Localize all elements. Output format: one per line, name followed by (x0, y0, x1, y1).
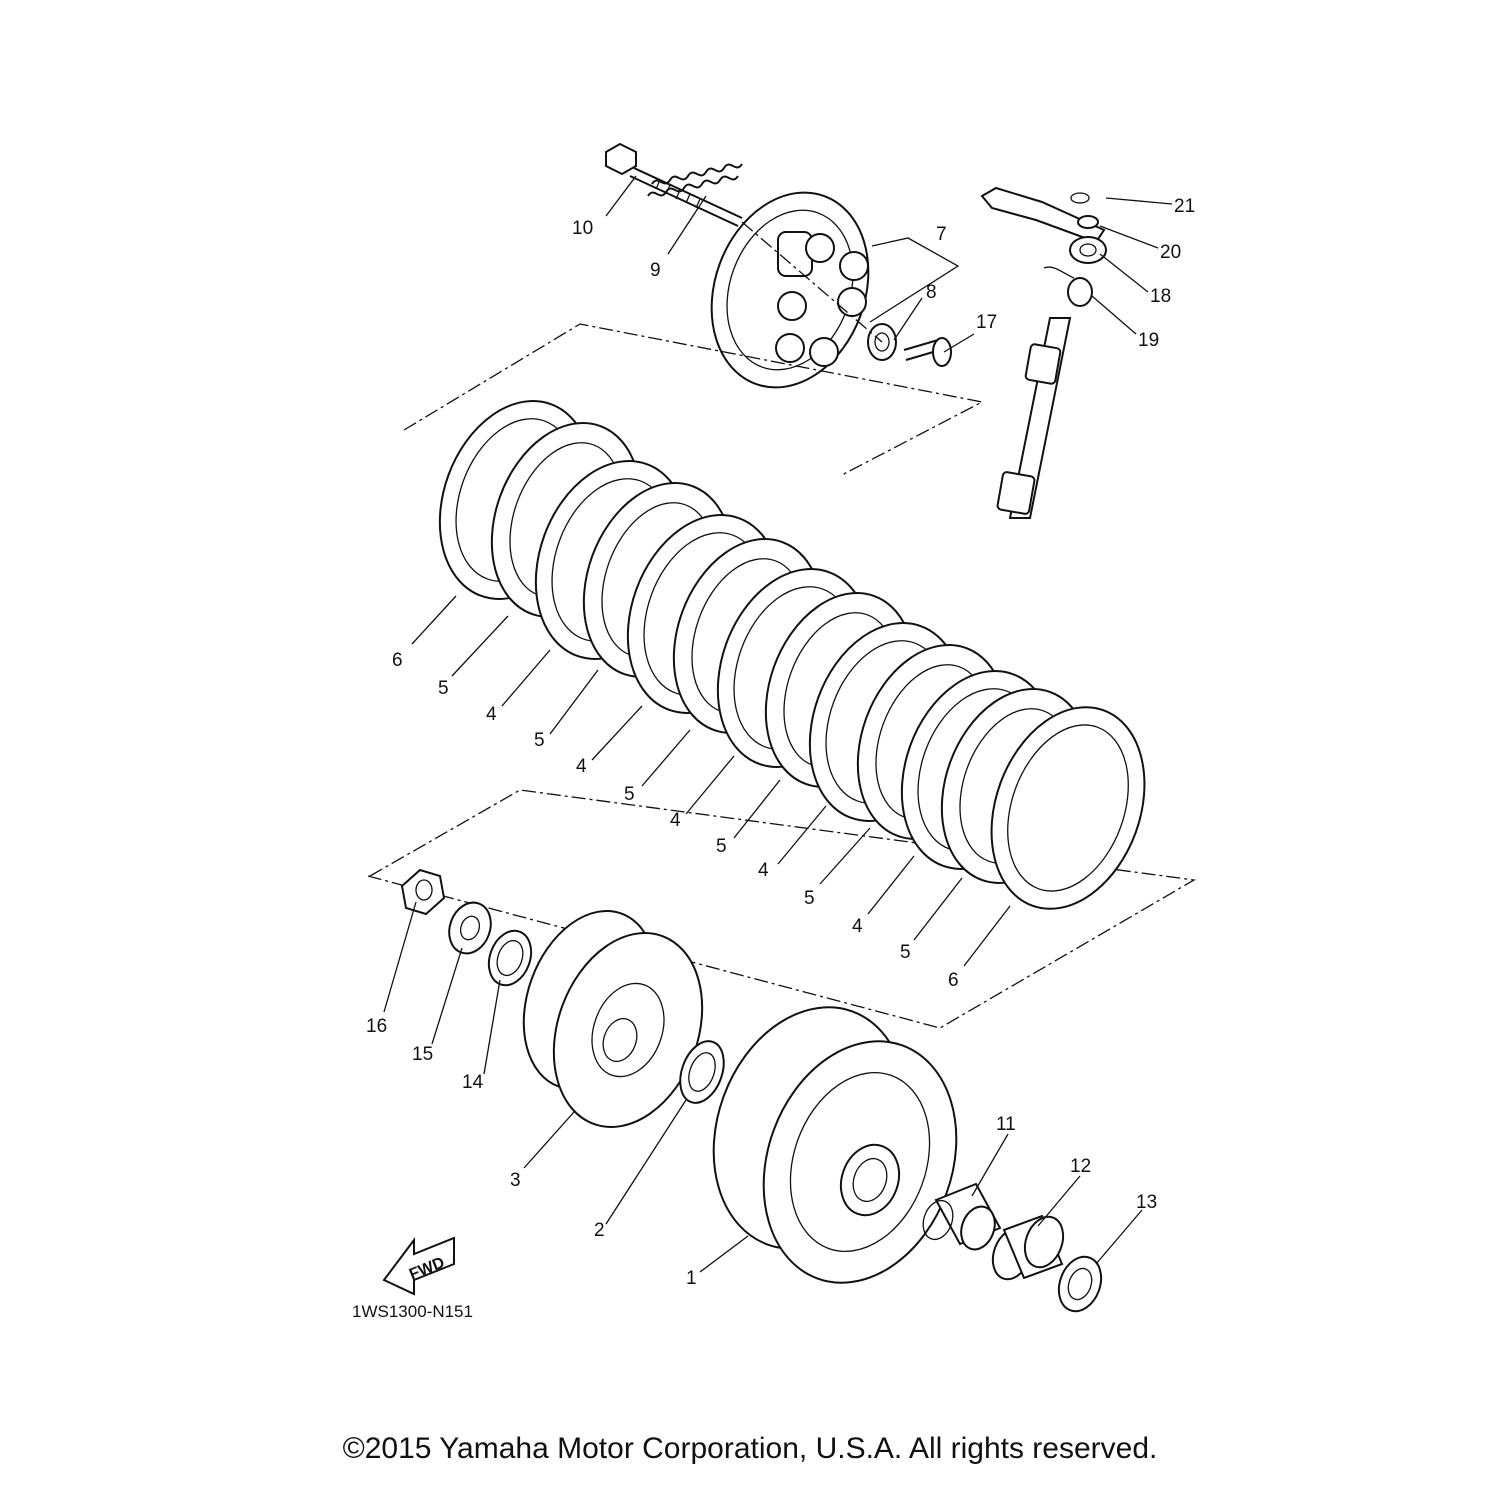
callout-5-f: 5 (900, 942, 911, 963)
pressure-plate-part (710, 191, 870, 389)
thrust-washer-part (679, 1040, 725, 1104)
callout-4-d: 4 (758, 860, 769, 881)
callout-21: 21 (1174, 196, 1195, 217)
needle-bearing-part (991, 1214, 1065, 1281)
callout-9: 9 (650, 260, 661, 281)
pressure-plate-group (605, 142, 952, 389)
push-rod-part (903, 337, 952, 367)
forward-arrow: FWD (382, 1236, 455, 1296)
collar-part (922, 1182, 1002, 1251)
thrust-plate-part (1057, 1255, 1103, 1313)
clutch-boss-part (522, 909, 704, 1128)
nut-part (400, 868, 446, 916)
callout-1: 1 (686, 1268, 697, 1289)
bolt-part (605, 142, 743, 227)
callout-11: 11 (996, 1114, 1016, 1135)
callout-4-c: 4 (670, 810, 681, 831)
assembly-boundaries (367, 323, 1196, 1029)
callout-15: 15 (412, 1044, 433, 1065)
friction-plate-6-bottom (990, 706, 1146, 910)
callout-5-c: 5 (624, 784, 635, 805)
callout-19: 19 (1138, 330, 1159, 351)
callout-6-top: 6 (392, 650, 403, 671)
diagram-reference-code: 1WS1300-N151 (352, 1302, 473, 1321)
callout-17: 17 (976, 312, 997, 333)
part-callouts: 10 9 7 8 17 21 20 18 19 6 5 4 5 4 5 4 5 … (366, 196, 1195, 1289)
spring-part (647, 163, 743, 197)
callout-4-e: 4 (852, 916, 863, 937)
callout-6-bottom: 6 (948, 970, 959, 991)
callout-18: 18 (1150, 286, 1171, 307)
lock-washer-part (448, 901, 492, 955)
clutch-housing-part (712, 1006, 958, 1284)
callout-5-e: 5 (804, 888, 815, 909)
callout-16: 16 (366, 1016, 387, 1037)
copyright-notice: ©2015 Yamaha Motor Corporation, U.S.A. A… (342, 1432, 1158, 1465)
callout-4-b: 4 (576, 756, 587, 777)
callout-5-b: 5 (534, 730, 545, 751)
callout-5-a: 5 (438, 678, 449, 699)
callout-20: 20 (1160, 242, 1181, 263)
callout-13: 13 (1136, 1192, 1157, 1213)
callout-3: 3 (510, 1170, 521, 1191)
callout-10: 10 (572, 218, 593, 239)
push-lever-group (980, 186, 1107, 519)
callout-7: 7 (936, 224, 947, 245)
callout-12: 12 (1070, 1156, 1091, 1177)
leader-lines (383, 175, 1173, 1273)
callout-2: 2 (594, 1220, 605, 1241)
washer-part (487, 929, 533, 987)
callout-8: 8 (926, 282, 937, 303)
callout-5-d: 5 (716, 836, 727, 857)
clutch-hub-group (400, 868, 1103, 1313)
callout-4-a: 4 (486, 704, 497, 725)
callout-14: 14 (462, 1072, 484, 1093)
clutch-plate-stack (438, 400, 1146, 910)
